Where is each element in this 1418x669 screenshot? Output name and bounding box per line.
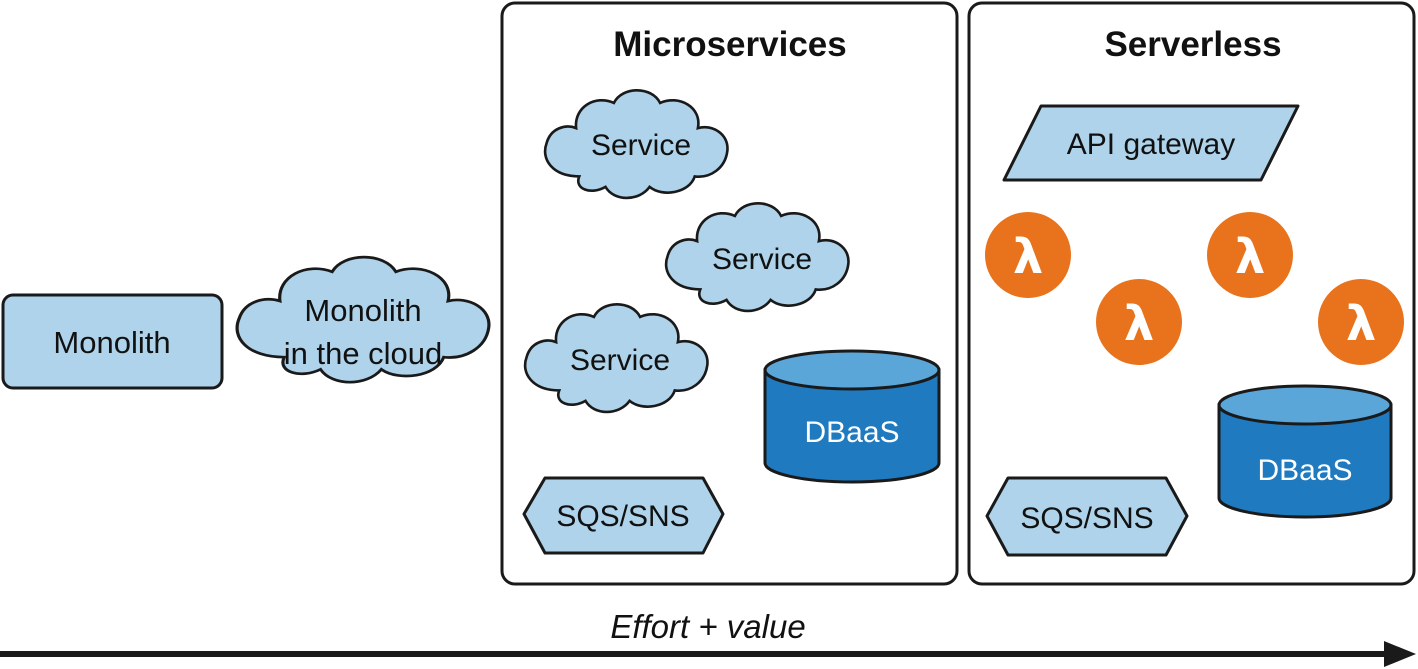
service-cloud: Service — [523, 302, 709, 414]
dbaas-cylinder: DBaaS — [763, 349, 941, 484]
sqs-sns-queue: SQS/SNS — [985, 476, 1189, 557]
lambda-symbol: λ — [1013, 229, 1043, 285]
monolith-cloud-line1: Monolith — [304, 293, 421, 328]
arrowhead-icon — [1384, 641, 1416, 667]
sqs-sns-label: SQS/SNS — [1020, 502, 1153, 535]
service-label: Service — [712, 243, 812, 276]
lambda-symbol: λ — [1346, 296, 1376, 352]
lambda-icon: λ — [1096, 279, 1182, 365]
sqs-sns-label: SQS/SNS — [556, 500, 689, 533]
dbaas-cylinder: DBaaS — [1217, 384, 1393, 519]
serverless-title: Serverless — [1104, 25, 1281, 64]
monolith-label: Monolith — [53, 325, 170, 360]
lambda-icon: λ — [985, 212, 1071, 298]
serverless-panel: Serverless API gateway λ λ λ λ DBaaS — [967, 1, 1416, 586]
lambda-symbol: λ — [1124, 296, 1154, 352]
service-cloud: Service — [543, 88, 729, 200]
api-gateway-label: API gateway — [1067, 128, 1235, 161]
monolith-cloud: Monolith in the cloud — [235, 255, 491, 384]
service-label: Service — [570, 344, 670, 377]
microservices-title: Microservices — [613, 25, 846, 64]
monolith-box: Monolith — [1, 293, 224, 390]
effort-value-axis: Effort + value — [0, 608, 1416, 667]
lambda-icon: λ — [1207, 212, 1293, 298]
lambda-icon: λ — [1318, 279, 1404, 365]
microservices-panel: Microservices Service Service Service DB… — [500, 1, 959, 586]
sqs-sns-queue: SQS/SNS — [522, 476, 725, 555]
lambda-symbol: λ — [1235, 229, 1265, 285]
dbaas-label: DBaaS — [1257, 454, 1352, 487]
monolith-cloud-line2: in the cloud — [284, 336, 443, 371]
api-gateway: API gateway — [1002, 104, 1300, 182]
service-label: Service — [591, 129, 691, 162]
dbaas-label: DBaaS — [804, 416, 899, 449]
axis-label: Effort + value — [610, 608, 805, 645]
service-cloud: Service — [664, 201, 850, 313]
